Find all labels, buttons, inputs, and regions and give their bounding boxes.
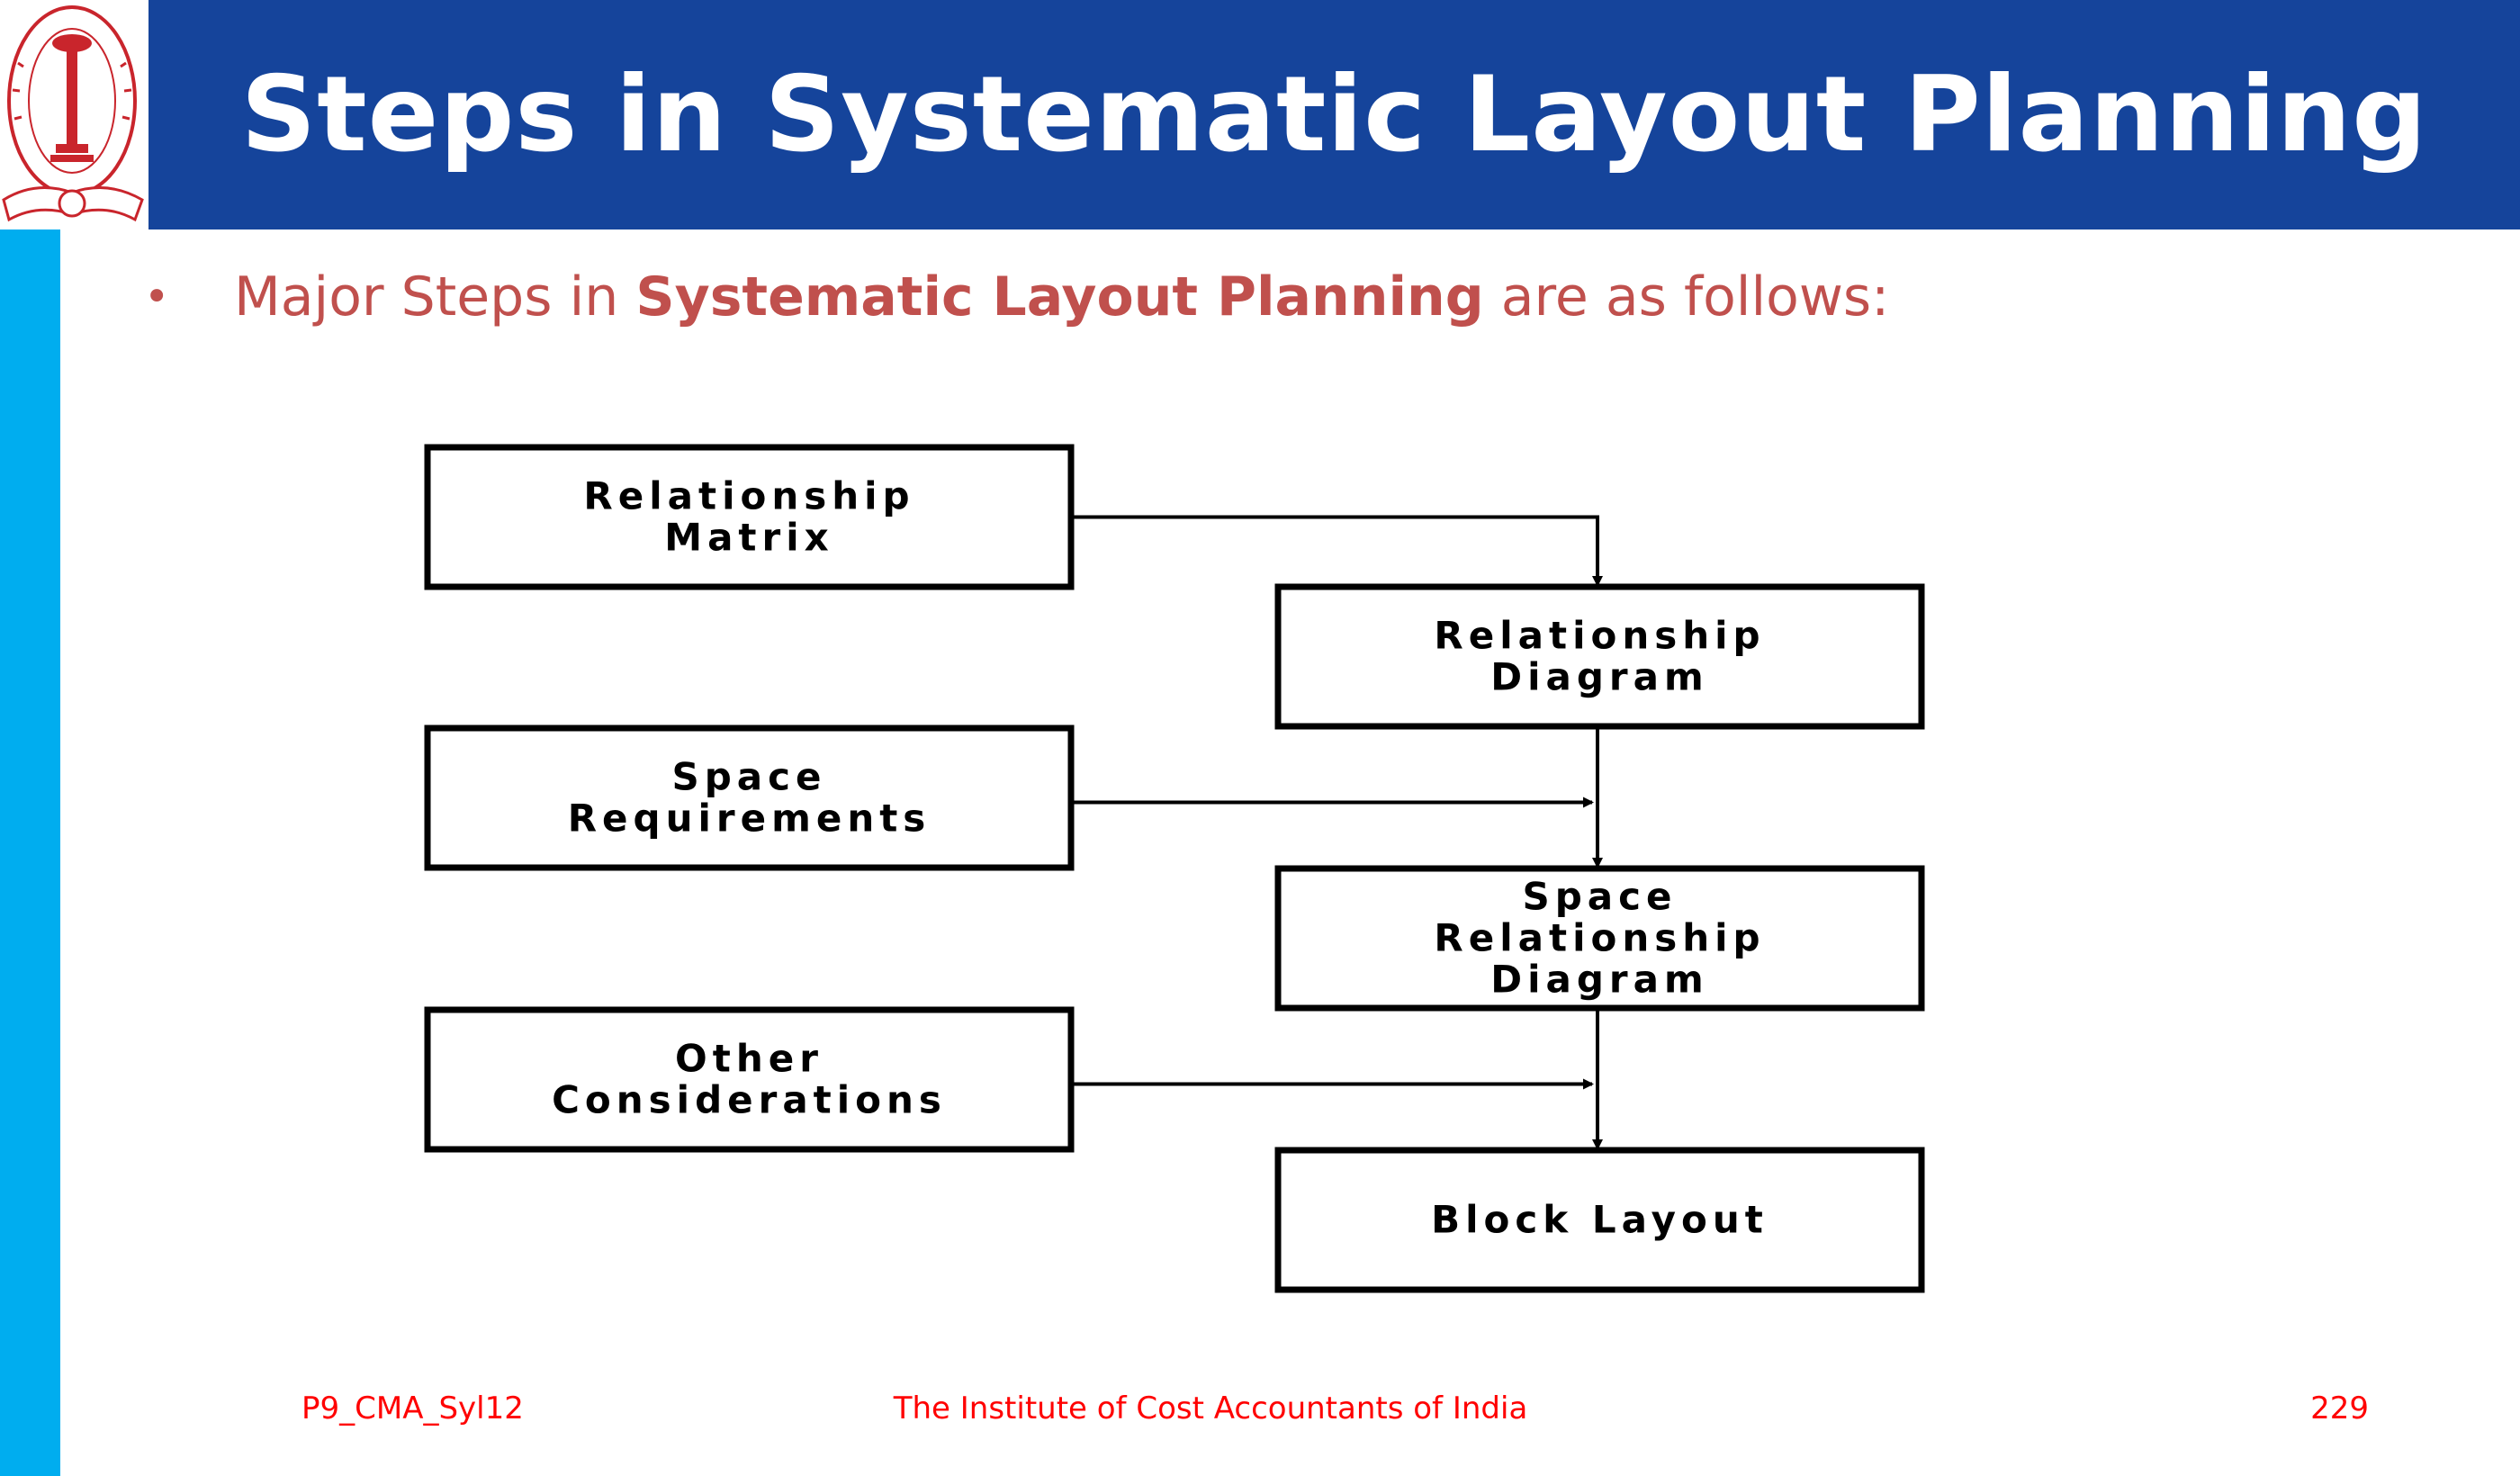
flow-box-frame xyxy=(1274,1147,1925,1293)
flow-box-frame xyxy=(1274,865,1925,1012)
flow-box-label: Requirements xyxy=(568,796,932,841)
footer-page-number: 229 xyxy=(2310,1390,2369,1426)
flow-box-label: Matrix xyxy=(664,516,833,560)
bullet-prefix: Major Steps in xyxy=(234,266,636,328)
bullet-emphasis: Systematic Layout Planning xyxy=(635,266,1484,328)
flow-box-label: Space xyxy=(671,755,826,799)
flow-box-label: Other xyxy=(675,1037,824,1081)
flow-box-block-layout: Block Layout xyxy=(1274,1147,1925,1293)
bullet-item: • Major Steps in Systematic Layout Plann… xyxy=(144,261,1889,333)
footer-institute-name: The Institute of Cost Accountants of Ind… xyxy=(893,1390,1528,1426)
flow-box-label: Relationship xyxy=(583,474,914,518)
flow-box-frame xyxy=(1274,583,1925,730)
flow-box-label: Diagram xyxy=(1490,958,1708,1002)
flow-box-label: Relationship xyxy=(1434,916,1765,960)
flow-box-frame xyxy=(424,724,1075,871)
flow-box-label: Relationship xyxy=(1434,614,1765,658)
flow-box-label: Considerations xyxy=(552,1078,947,1122)
flow-box-label: Space xyxy=(1522,875,1677,919)
institute-emblem-icon xyxy=(0,0,148,230)
side-accent-strip xyxy=(0,230,60,1476)
flow-arrow xyxy=(1071,515,1603,587)
flow-box-frame xyxy=(424,444,1075,590)
flow-box-label: Block Layout xyxy=(1431,1198,1768,1242)
flow-box-frame xyxy=(424,1006,1075,1153)
slide-title: Steps in Systematic Layout Planning xyxy=(240,54,2428,176)
footer-course-code: P9_CMA_Syl12 xyxy=(302,1390,524,1426)
title-bar xyxy=(148,0,2520,230)
flow-box-label: Diagram xyxy=(1490,655,1708,699)
bullet-suffix: are as follows: xyxy=(1483,266,1890,328)
bullet-dot-icon: • xyxy=(144,272,170,322)
